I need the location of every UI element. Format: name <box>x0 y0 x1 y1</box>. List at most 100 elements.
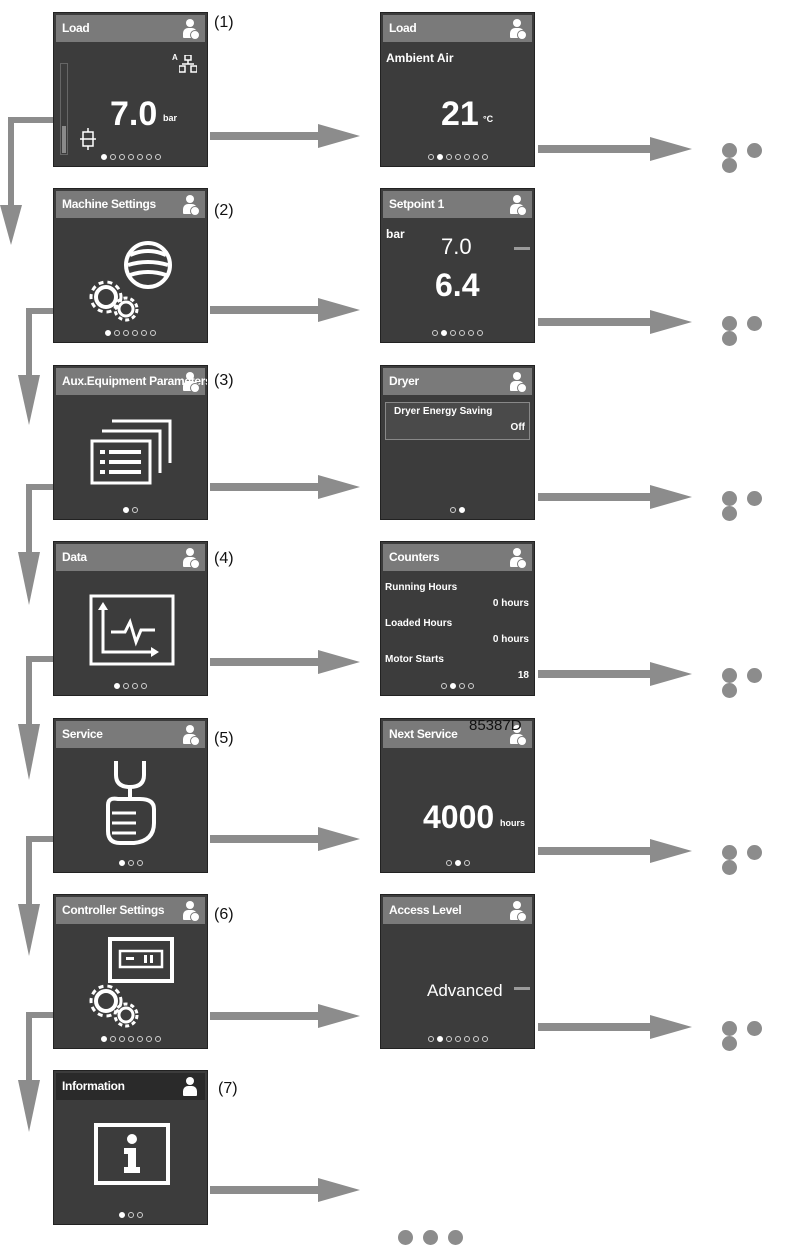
right-arrow-sub-4 <box>538 662 692 686</box>
network-icon-letter: A <box>172 53 178 62</box>
screen-header: Setpoint 1 <box>383 191 532 218</box>
page-indicator <box>54 683 207 689</box>
ambient-air-screen[interactable]: Load Ambient Air 21 °C <box>380 12 535 167</box>
user-icon <box>510 372 527 393</box>
page-dot <box>136 1212 143 1218</box>
screen-header: Controller Settings <box>56 897 205 924</box>
ambient-air-unit: °C <box>483 114 494 124</box>
dryer-energy-saving-item[interactable]: Dryer Energy Saving Off <box>385 402 530 440</box>
next-service-screen[interactable]: Next Service 4000 hours <box>380 718 535 873</box>
service-screen[interactable]: Service <box>53 718 208 873</box>
right-arrow-row-6 <box>210 1004 360 1028</box>
page-dot <box>436 1036 443 1042</box>
user-icon <box>183 1077 197 1097</box>
down-arrow-1 <box>0 117 54 245</box>
page-dot <box>123 683 129 689</box>
page-dot <box>450 330 456 336</box>
right-arrow-row-2 <box>210 298 360 322</box>
right-arrow-sub-2 <box>538 310 692 334</box>
user-icon <box>183 195 200 216</box>
right-arrow-row-4 <box>210 650 360 674</box>
page-dot <box>454 154 461 160</box>
right-arrow-sub-5 <box>538 839 692 863</box>
page-dot <box>132 507 138 513</box>
page-indicator <box>54 507 207 513</box>
controller-settings-screen[interactable]: Controller Settings <box>53 894 208 1049</box>
page-dot <box>463 154 470 160</box>
load-pressure-unit: bar <box>163 113 178 123</box>
information-screen[interactable]: Information <box>53 1070 208 1225</box>
callout-3: (3) <box>214 372 234 389</box>
screen-header: Service <box>56 721 205 748</box>
screen-title: Load <box>389 21 417 35</box>
machine-settings-screen[interactable]: Machine Settings <box>53 188 208 343</box>
page-dot <box>114 683 120 689</box>
page-dot <box>109 154 116 160</box>
page-dot <box>477 330 483 336</box>
user-icon <box>183 548 200 569</box>
screen-title: Information <box>62 1079 125 1093</box>
counter-label-loaded-hours: Loaded Hours <box>385 618 453 629</box>
callout-7: (7) <box>218 1080 238 1097</box>
controller-settings-icon <box>89 937 174 1028</box>
screen-title: Next Service <box>389 727 458 741</box>
access-level-screen[interactable]: Access Level Advanced <box>380 894 535 1049</box>
screen-title: Machine Settings <box>62 197 156 211</box>
page-dot <box>154 154 161 160</box>
page-dot <box>132 683 138 689</box>
screen-header: Access Level <box>383 897 532 924</box>
load-screen[interactable]: Load A 7.0 bar <box>53 12 208 167</box>
counters-screen[interactable]: Counters Running Hours 0 hours Loaded Ho… <box>380 541 535 696</box>
screen-header: Data <box>56 544 205 571</box>
callout-1: (1) <box>214 14 234 31</box>
page-indicator <box>54 330 207 336</box>
screen-title: Data <box>62 550 87 564</box>
callout-4: (4) <box>214 550 234 567</box>
page-dot <box>450 683 456 689</box>
callout-5: (5) <box>214 730 234 747</box>
page-indicator <box>381 683 534 689</box>
continuation-ellipsis <box>398 1230 473 1245</box>
page-dot <box>127 1212 134 1218</box>
page-dot <box>445 154 452 160</box>
down-arrow-4 <box>18 656 54 780</box>
page-dot <box>141 330 147 336</box>
page-dot <box>445 860 452 866</box>
aux-equipment-parameters-screen[interactable]: Aux.Equipment Parameters <box>53 365 208 520</box>
page-dot <box>450 507 456 513</box>
page-dot <box>459 507 465 513</box>
screen-title: Service <box>62 727 103 741</box>
setpoint-screen[interactable]: Setpoint 1 bar 7.0 6.4 <box>380 188 535 343</box>
dryer-screen[interactable]: Dryer Dryer Energy Saving Off <box>380 365 535 520</box>
page-dot <box>463 1036 470 1042</box>
screen-header: Load <box>56 15 205 42</box>
page-indicator <box>381 154 534 160</box>
machine-settings-icon <box>89 241 172 322</box>
screen-header: Counters <box>383 544 532 571</box>
screen-title: Access Level <box>389 903 462 917</box>
page-indicator <box>381 330 534 336</box>
page-indicator <box>54 1212 207 1218</box>
page-dot <box>472 154 479 160</box>
page-dot <box>441 330 447 336</box>
ambient-air-value: 21 <box>441 95 479 133</box>
setpoint-unit-label: bar <box>386 227 405 241</box>
next-service-unit: hours <box>500 818 526 828</box>
right-arrow-sub-6 <box>538 1015 692 1039</box>
screen-header: Load <box>383 15 532 42</box>
page-dot <box>136 1036 143 1042</box>
page-dot <box>150 330 156 336</box>
figure-reference: 85387D <box>469 717 522 734</box>
screen-header: Information <box>56 1073 205 1100</box>
screen-title: Dryer <box>389 374 419 388</box>
page-indicator <box>54 1036 207 1042</box>
right-arrow-row-1 <box>210 124 360 148</box>
continuation-ellipsis <box>722 1021 791 1051</box>
right-arrow-row-5 <box>210 827 360 851</box>
dryer-item-label: Dryer Energy Saving <box>394 406 493 417</box>
right-arrow-row-3 <box>210 475 360 499</box>
data-screen[interactable]: Data <box>53 541 208 696</box>
user-icon <box>183 725 200 746</box>
page-dot <box>136 860 143 866</box>
callout-6: (6) <box>214 906 234 923</box>
